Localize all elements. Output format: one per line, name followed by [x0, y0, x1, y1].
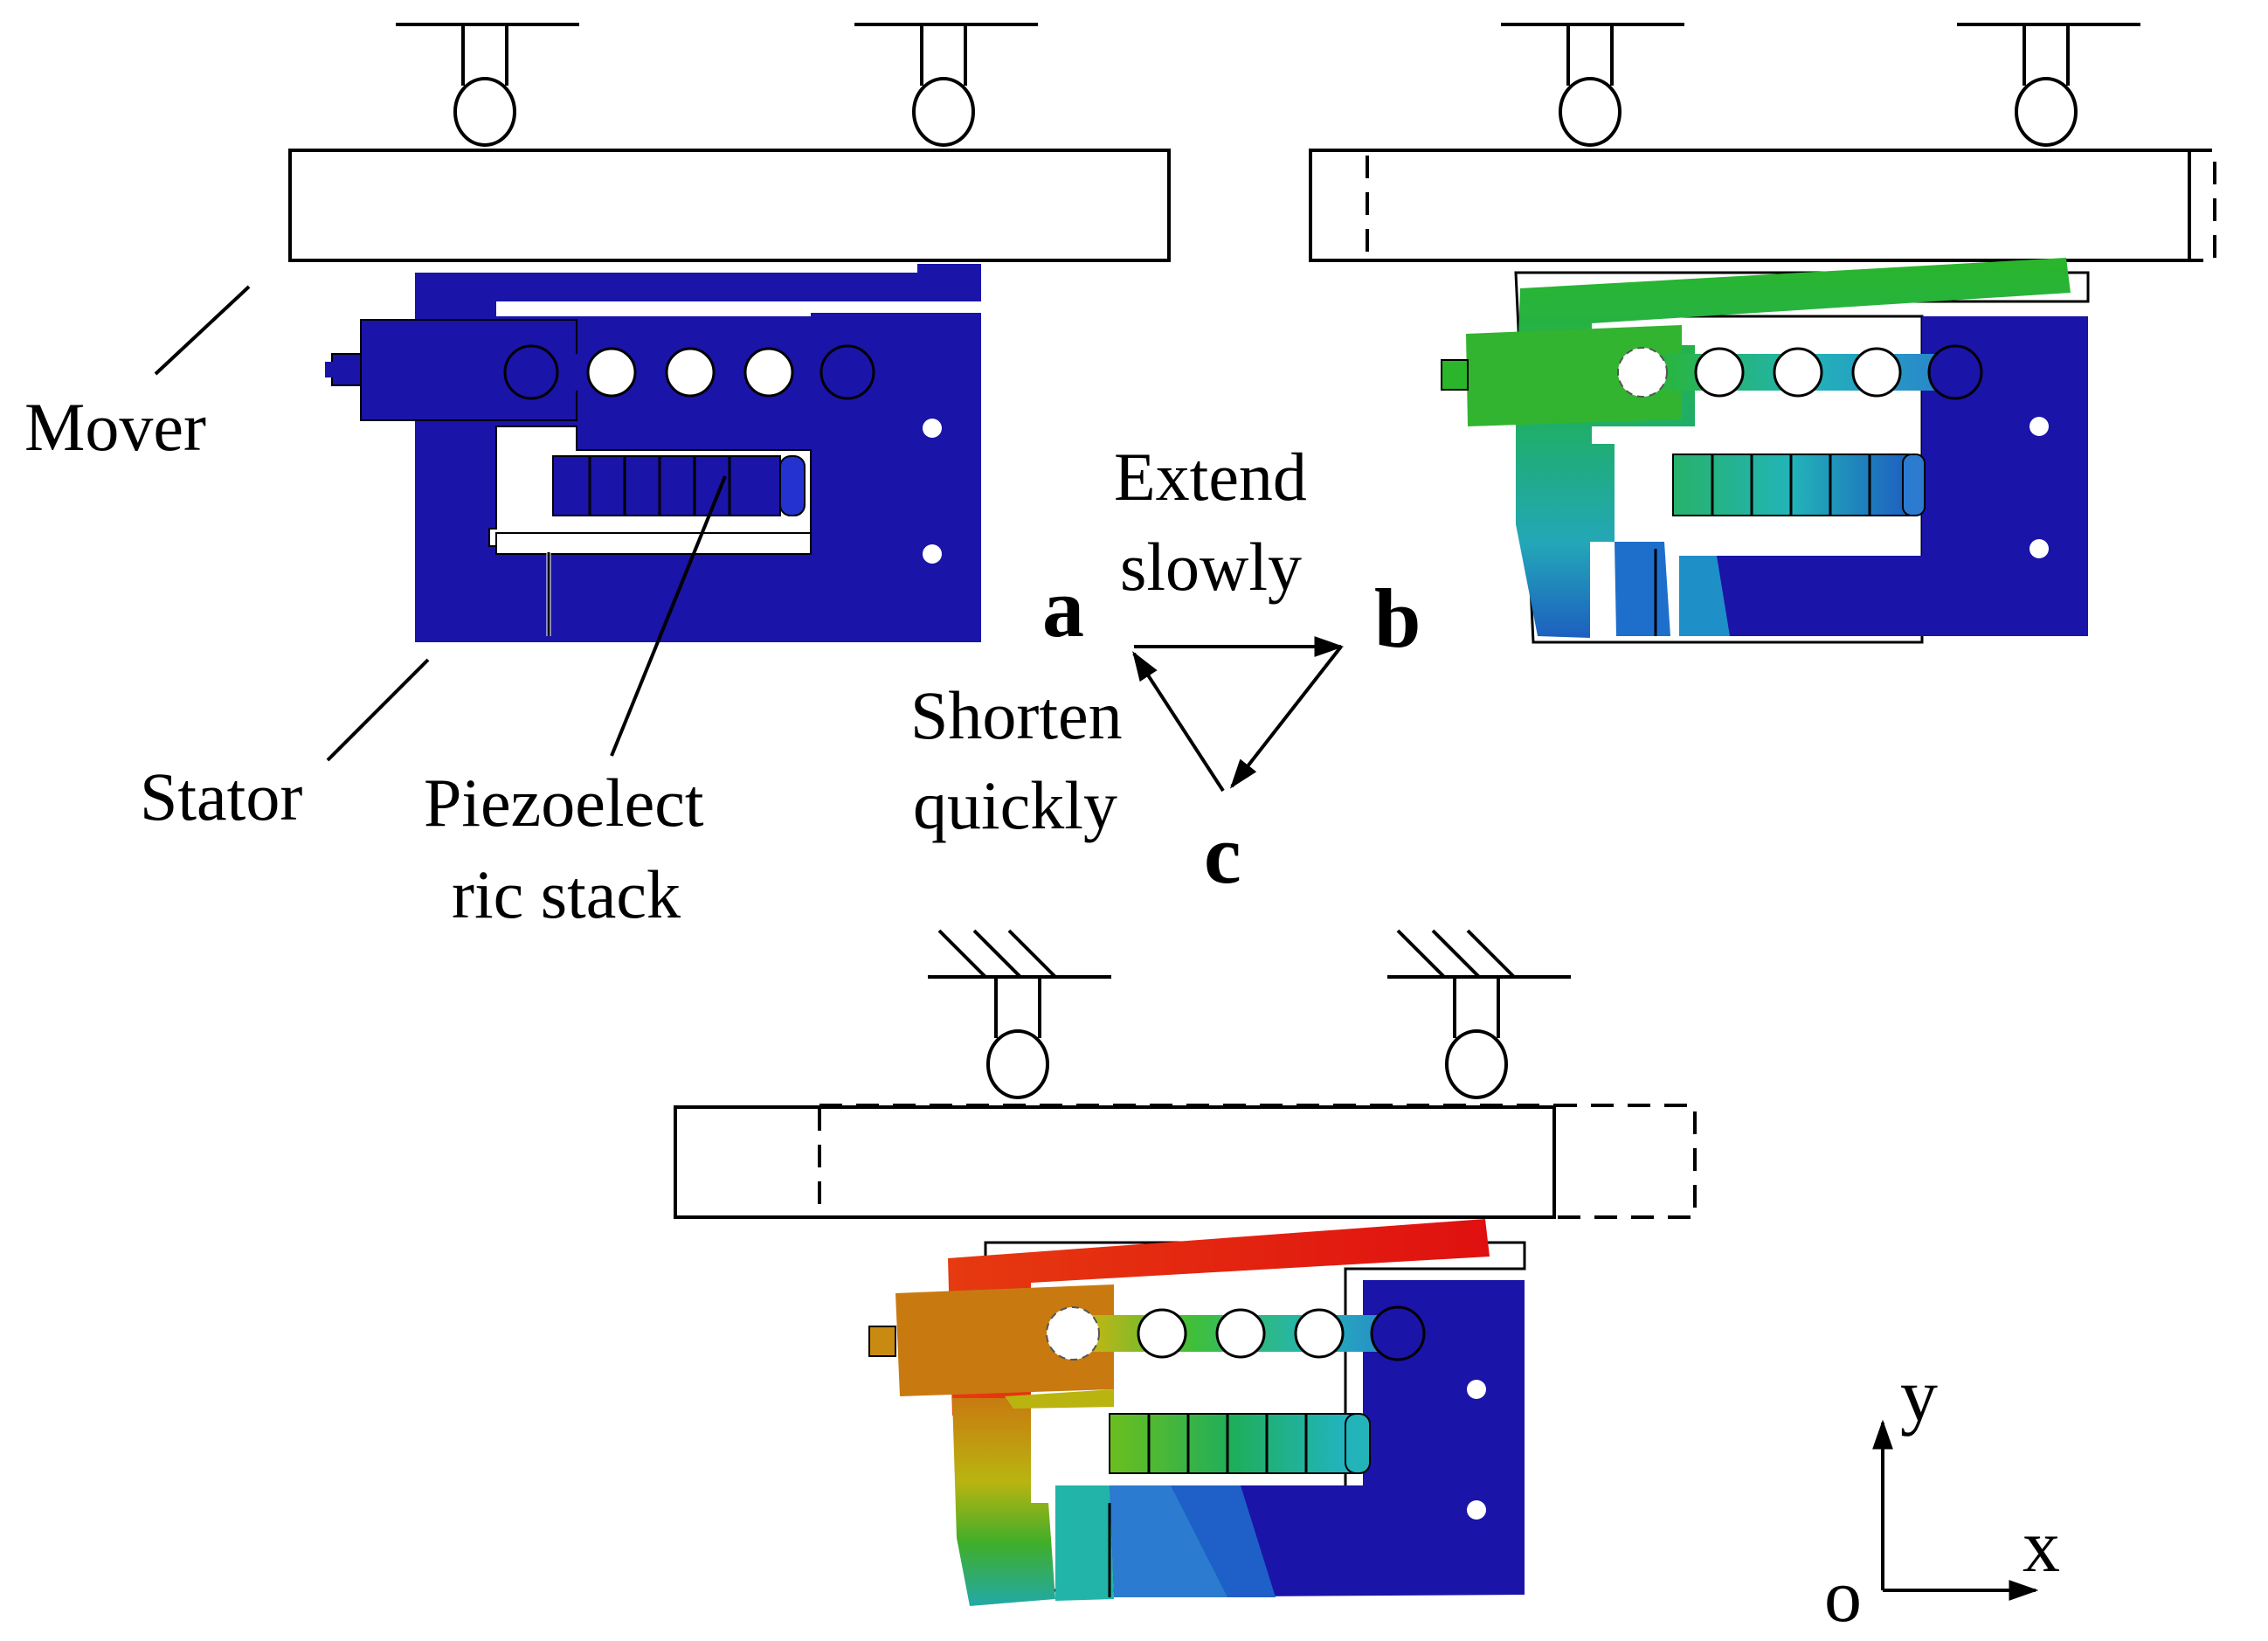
- piezo-stack-a: [552, 455, 781, 516]
- mover-b: [1309, 149, 2191, 262]
- x-axis-label: x: [2023, 1504, 2060, 1588]
- roller-support-a-right: [854, 23, 1038, 147]
- stator-b: [1441, 258, 2088, 638]
- piezo-label-line1: Piezoelect: [424, 765, 704, 841]
- coordinate-axes: y x o: [1824, 1353, 2060, 1638]
- panel-c: [674, 929, 1697, 1606]
- state-c-label: c: [1204, 807, 1241, 901]
- roller-support-b-left: [1501, 23, 1684, 147]
- panel-a: Mover Stator Piezoelect ric stack: [24, 23, 1171, 932]
- fixed-support-c-left: [928, 929, 1111, 1099]
- origin-label: o: [1824, 1554, 1862, 1638]
- stator-label: Stator: [140, 758, 302, 834]
- arrow-c-to-a: [1132, 651, 1225, 793]
- state-a-label: a: [1042, 561, 1084, 654]
- state-b-label: b: [1374, 571, 1421, 665]
- panel-b: [1309, 23, 2216, 644]
- mover-label: Mover: [24, 389, 206, 465]
- mover-c: [674, 1105, 1556, 1219]
- extend-label-line2: slowly: [1120, 529, 1302, 605]
- extend-label-line1: Extend: [1114, 439, 1307, 515]
- roller-support-b-right: [1957, 23, 2140, 147]
- mover-a: [288, 149, 1171, 262]
- stator-a: [325, 264, 981, 642]
- piezo-stack-c: [1109, 1413, 1355, 1474]
- roller-support-a-left: [396, 23, 579, 147]
- arrow-b-to-c: [1229, 645, 1343, 789]
- stator-leader-line: [326, 658, 430, 762]
- mover-leader-line: [154, 285, 251, 376]
- shorten-label-line1: Shorten: [910, 677, 1123, 753]
- fixed-support-c-right: [1387, 929, 1571, 1099]
- motion-cycle: a b c Extend slowly Shorten quickly: [910, 439, 1421, 901]
- piezo-leader-line: [610, 475, 727, 757]
- piezo-label-line2: ric stack: [452, 856, 681, 932]
- hinge-chain-a: [503, 344, 875, 400]
- y-axis-label: y: [1900, 1353, 1938, 1437]
- shorten-label-line2: quickly: [913, 767, 1117, 843]
- stator-c: [868, 1219, 1525, 1606]
